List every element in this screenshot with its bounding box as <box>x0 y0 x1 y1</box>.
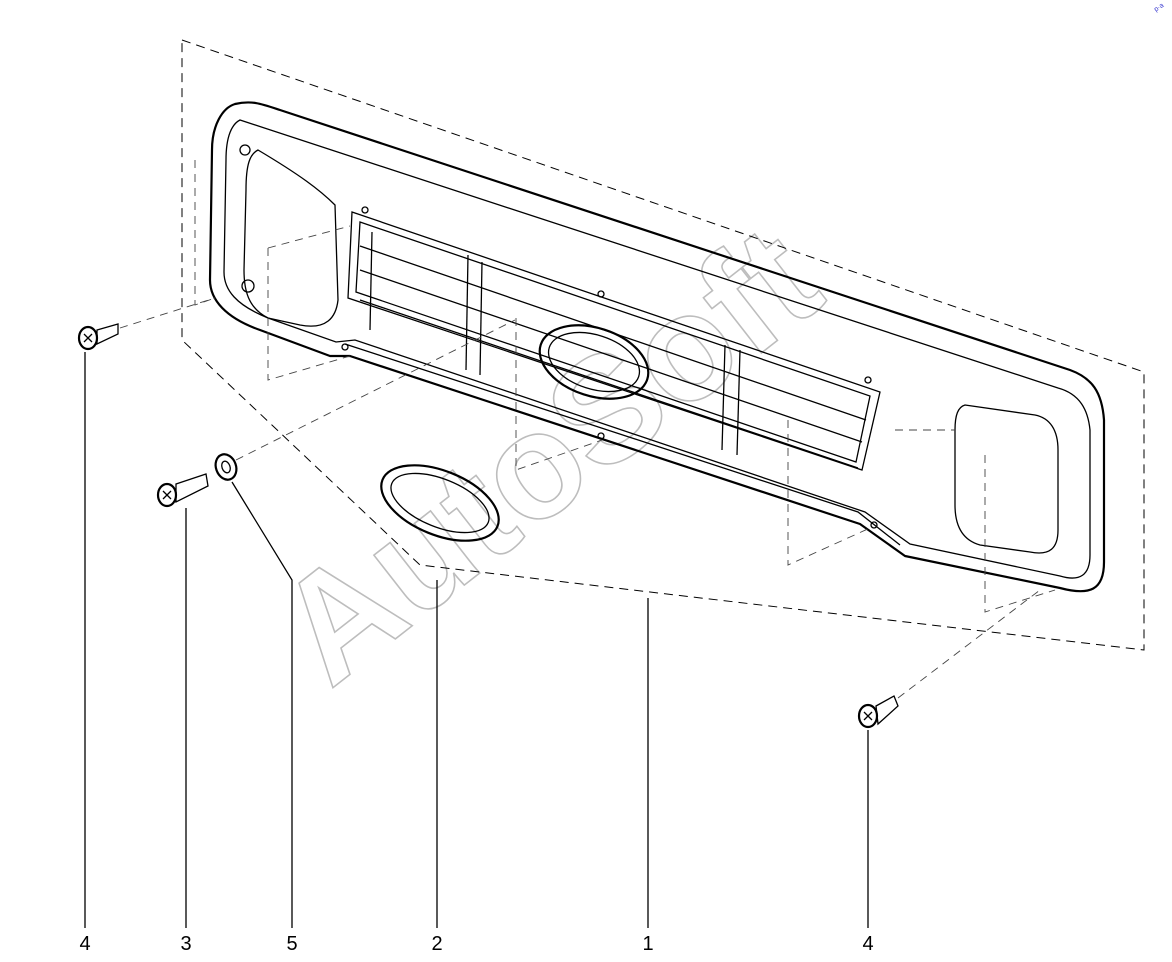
corner-mark: p·a <box>1153 2 1165 14</box>
callout-labels: 4 3 5 2 1 4 <box>79 933 873 955</box>
callout-3: 3 <box>180 933 191 955</box>
screw-3 <box>156 473 209 508</box>
callout-1: 1 <box>642 933 653 955</box>
screw-right <box>857 589 1041 729</box>
hidden-lines <box>194 160 1056 613</box>
assembly-outline <box>181 39 1145 651</box>
emblem <box>380 464 500 542</box>
callout-2: 2 <box>431 933 442 955</box>
callout-4-right: 4 <box>862 933 873 955</box>
callout-4-left: 4 <box>79 933 90 955</box>
callout-5: 5 <box>286 933 297 955</box>
screw-left <box>77 297 216 351</box>
leader-lines <box>84 352 869 928</box>
radiator-grille <box>208 101 1106 593</box>
washer-5 <box>214 319 516 481</box>
